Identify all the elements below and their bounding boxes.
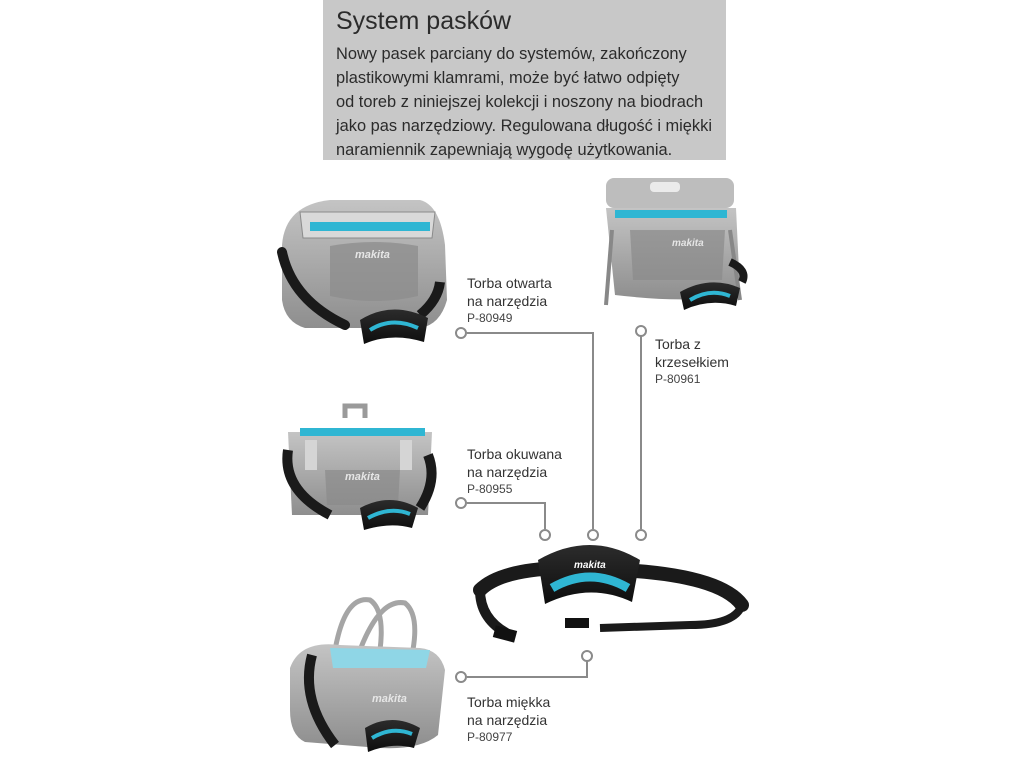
header-box: System pasków Nowy pasek parciany do sys… (323, 0, 726, 160)
product-name: na narzędzia (467, 293, 548, 309)
product-name: na narzędzia (467, 712, 548, 728)
connector-dot (587, 529, 599, 541)
shoulder-strap-image: makita (473, 545, 749, 643)
open-tool-bag-image: makita (277, 200, 447, 344)
connectors (467, 332, 642, 678)
brand-logo: makita (372, 693, 407, 705)
connector-dot (455, 327, 467, 339)
brand-logo: makita (574, 560, 606, 571)
product-name: Torba okuwana (467, 446, 562, 462)
connector-dot (539, 529, 551, 541)
description-line: Nowy pasek parciany do systemów, zakończ… (336, 45, 687, 63)
brand-logo: makita (355, 249, 390, 261)
product-name: krzesełkiem (655, 354, 729, 370)
soft-tool-bag-image: makita (290, 597, 445, 752)
description-line: od toreb z niniejszej kolekcji i noszony… (336, 93, 704, 111)
product-name: Torba otwarta (467, 275, 552, 291)
product-name: na narzędzia (467, 464, 548, 480)
connector-dot (455, 671, 467, 683)
product-code: P-80961 (655, 372, 701, 386)
page-title: System pasków (336, 7, 512, 35)
product-label-chair-bag: Torba z krzesełkiem P-80961 (655, 335, 729, 388)
brand-logo: makita (672, 238, 704, 249)
product-label-reinforced-bag: Torba okuwana na narzędzia P-80955 (467, 445, 562, 498)
reinforced-tool-bag-image: makita (282, 403, 437, 530)
connector-dot (455, 497, 467, 509)
connector-dot (635, 325, 647, 337)
product-label-open-bag: Torba otwarta na narzędzia P-80949 (467, 274, 552, 327)
connector-line (467, 661, 588, 678)
connector-dot (635, 529, 647, 541)
product-code: P-80955 (467, 482, 513, 496)
description-line: naramiennik zapewniają wygodę użytkowani… (336, 141, 673, 159)
chair-bag-image: makita (604, 178, 748, 310)
product-code: P-80949 (467, 311, 513, 325)
product-name: Torba z (655, 336, 701, 352)
connector-dot (581, 650, 593, 662)
connector-line (467, 332, 594, 529)
product-code: P-80977 (467, 730, 513, 744)
description: Nowy pasek parciany do systemów, zakończ… (336, 42, 721, 162)
product-name: Torba miękka (467, 694, 551, 710)
product-label-soft-bag: Torba miękka na narzędzia P-80977 (467, 693, 550, 746)
description-line: jako pas narzędziowy. Regulowana długość… (336, 117, 712, 135)
brand-logo: makita (345, 471, 380, 483)
description-line: plastikowymi klamrami, może być łatwo od… (336, 69, 680, 87)
connector-line (467, 502, 546, 529)
